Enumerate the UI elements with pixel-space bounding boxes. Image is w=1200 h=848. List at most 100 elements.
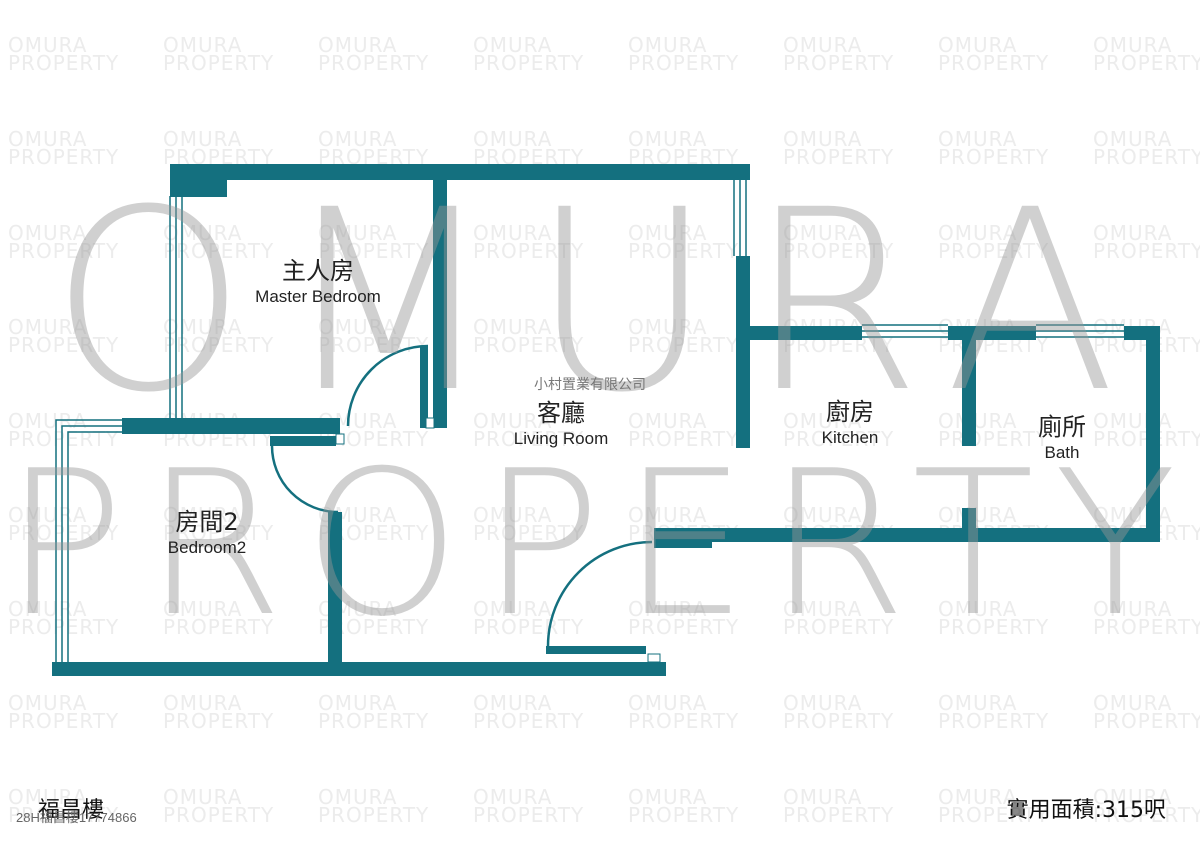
watermark-tile-line1: OMURA [8, 33, 88, 57]
usable-area: 實用面積:315呎 [1006, 798, 1166, 823]
watermark-tile-line1: OMURA [473, 409, 553, 433]
watermark-tile-line2: PROPERTY [163, 145, 275, 169]
watermark-tile-line2: PROPERTY [318, 51, 430, 75]
watermark-tile-line2: PROPERTY [1093, 803, 1200, 827]
watermark-tile-line2: PROPERTY [628, 51, 740, 75]
watermark-tile-line2: PROPERTY [938, 239, 1050, 263]
watermark-tile-line1: OMURA [628, 33, 708, 57]
watermark-tile-line2: PROPERTY [163, 333, 275, 357]
watermark-tile-line1: OMURA [628, 409, 708, 433]
watermark-tile-line2: PROPERTY [8, 333, 120, 357]
watermark-large-line2: PROPERTY [3, 428, 1197, 661]
watermark-tile-line1: OMURA [628, 221, 708, 245]
watermark-tile-line1: OMURA [8, 127, 88, 151]
room-name-zh: 廚房 [825, 398, 874, 426]
watermark-tile-line1: OMURA [163, 33, 243, 57]
watermark-tile-line2: PROPERTY [473, 145, 585, 169]
watermark-tile-line1: OMURA [938, 691, 1018, 715]
watermark-tile-line1: OMURA [163, 691, 243, 715]
room-name-zh: 客廳 [537, 399, 585, 427]
watermark-tile-line1: OMURA [473, 33, 553, 57]
watermark-tile-line1: OMURA [473, 221, 553, 245]
room-label-bath: 廁所 Bath [1038, 412, 1086, 464]
watermark-tile-line2: PROPERTY [318, 521, 430, 545]
watermark-tile-line1: OMURA [163, 503, 243, 527]
watermark-tile-line2: PROPERTY [8, 239, 120, 263]
watermark-tile-line2: PROPERTY [1093, 145, 1200, 169]
walls [52, 164, 1160, 676]
watermark-tile-line1: OMURA [938, 221, 1018, 245]
watermark-large-line1: OMURA [49, 156, 1151, 447]
watermark-tile-line2: PROPERTY [473, 239, 585, 263]
watermark-tile-line2: PROPERTY [473, 51, 585, 75]
watermark-tile-line2: PROPERTY [938, 145, 1050, 169]
watermark-tile-line2: PROPERTY [8, 803, 120, 827]
watermark-tile-line1: OMURA [473, 503, 553, 527]
watermark-tile-line1: OMURA [628, 785, 708, 809]
watermark-tile-line1: OMURA [628, 691, 708, 715]
watermark-tile-line1: OMURA [1093, 785, 1173, 809]
company-name: 小村置業有限公司 [534, 376, 646, 392]
room-label-kitchen: 廚房 Kitchen [822, 397, 879, 449]
watermark-tile-line1: OMURA [163, 127, 243, 151]
watermark-tile-line2: PROPERTY [628, 803, 740, 827]
watermark-tile-line1: OMURA [628, 597, 708, 621]
watermark-tile-line1: OMURA [938, 127, 1018, 151]
watermark-tile-line2: PROPERTY [318, 427, 430, 451]
watermark-tile-line2: PROPERTY [163, 521, 275, 545]
watermark-tile-line1: OMURA [318, 221, 398, 245]
watermark-tile-line2: PROPERTY [783, 709, 895, 733]
room-name-zh: 房間2 [175, 508, 239, 536]
watermark-tile-line1: OMURA [783, 127, 863, 151]
watermark-tile-line2: PROPERTY [473, 427, 585, 451]
watermark-tile-line2: PROPERTY [783, 803, 895, 827]
watermark-tile-line1: OMURA [163, 785, 243, 809]
watermark-tile-line2: PROPERTY [628, 239, 740, 263]
watermark-tile-line2: PROPERTY [318, 615, 430, 639]
watermark-tile-line1: OMURA [163, 597, 243, 621]
watermark-tile-line2: PROPERTY [8, 709, 120, 733]
watermark-tile-line1: OMURA [783, 409, 863, 433]
watermark-tile-line1: OMURA [8, 221, 88, 245]
watermark-tile-line2: PROPERTY [938, 709, 1050, 733]
watermark-tile-line2: PROPERTY [318, 145, 430, 169]
watermark-tile-line2: PROPERTY [473, 521, 585, 545]
room-name-en: Master Bedroom [255, 287, 381, 306]
watermark-tile-line1: OMURA [938, 33, 1018, 57]
watermark-tile-line2: PROPERTY [628, 145, 740, 169]
watermark-tile-line2: PROPERTY [163, 239, 275, 263]
watermark-tile-line2: PROPERTY [783, 239, 895, 263]
watermark-tile-line1: OMURA [1093, 597, 1173, 621]
watermark-tile-line2: PROPERTY [8, 145, 120, 169]
watermark-tile-line2: PROPERTY [318, 239, 430, 263]
watermark-tile-line1: OMURA [938, 409, 1018, 433]
watermark-tile-line2: PROPERTY [783, 145, 895, 169]
watermark-tile-line1: OMURA [783, 503, 863, 527]
windows [55, 180, 1124, 662]
